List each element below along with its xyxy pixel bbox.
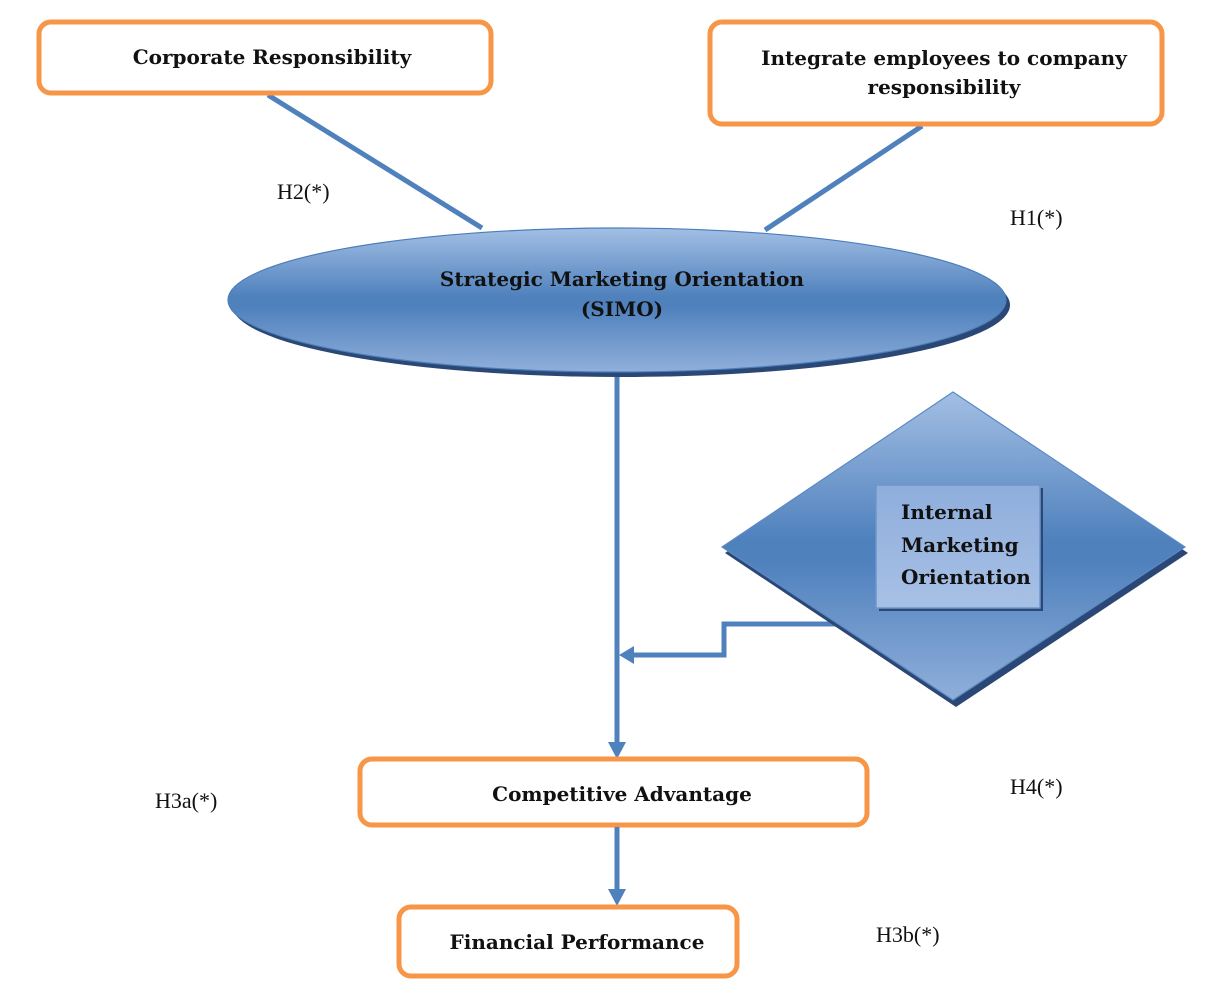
edge-internal-marketing-to-main-path bbox=[632, 621, 835, 658]
hypothesis-h3b-label: H3b(*) bbox=[876, 922, 940, 947]
integrate-employees-label-line-1: Integrate employees to company bbox=[761, 46, 1128, 70]
competitive-advantage-label: Competitive Advantage bbox=[492, 782, 752, 806]
financial-performance-label: Financial Performance bbox=[450, 930, 705, 954]
hypothesis-h2-label: H2(*) bbox=[277, 179, 330, 204]
arrowhead-financial-performance bbox=[608, 889, 626, 906]
node-strategic-marketing-orientation: Strategic Marketing Orientation (SIMO) bbox=[227, 227, 1010, 377]
simo-ellipse bbox=[227, 227, 1007, 373]
simo-label-line-2: (SIMO) bbox=[581, 297, 663, 321]
node-corporate-responsibility: Corporate Responsibility bbox=[36, 19, 494, 96]
edge-corporate-responsibility-to-simo bbox=[266, 92, 484, 231]
internal-marketing-label-line-3: Orientation bbox=[901, 565, 1031, 589]
node-financial-performance: Financial Performance bbox=[396, 904, 740, 979]
node-competitive-advantage: Competitive Advantage bbox=[357, 756, 870, 828]
simo-label-line-1: Strategic Marketing Orientation bbox=[440, 267, 805, 291]
arrowhead-moderation bbox=[619, 646, 634, 664]
hypothesis-h4-label: H4(*) bbox=[1010, 774, 1063, 799]
hypothesis-h1-label: H1(*) bbox=[1010, 205, 1063, 230]
internal-marketing-label-line-1: Internal bbox=[901, 500, 993, 524]
competitive-advantage-box bbox=[357, 756, 870, 828]
corporate-responsibility-box bbox=[36, 19, 494, 96]
financial-performance-box bbox=[396, 904, 740, 979]
arrowhead-competitive-advantage bbox=[608, 742, 626, 759]
edge-integrate-employees-to-simo bbox=[763, 123, 924, 233]
node-internal-marketing-orientation: Internal Marketing Orientation bbox=[720, 391, 1188, 707]
internal-marketing-inner-box bbox=[875, 484, 1041, 609]
hypothesis-h3a-label: H3a(*) bbox=[155, 788, 217, 813]
integrate-employees-box bbox=[707, 19, 1165, 127]
internal-marketing-label-line-2: Marketing bbox=[901, 533, 1019, 557]
integrate-employees-label-line-2: responsibility bbox=[868, 75, 1022, 99]
node-integrate-employees: Integrate employees to company responsib… bbox=[707, 19, 1165, 127]
corporate-responsibility-label: Corporate Responsibility bbox=[133, 45, 413, 69]
